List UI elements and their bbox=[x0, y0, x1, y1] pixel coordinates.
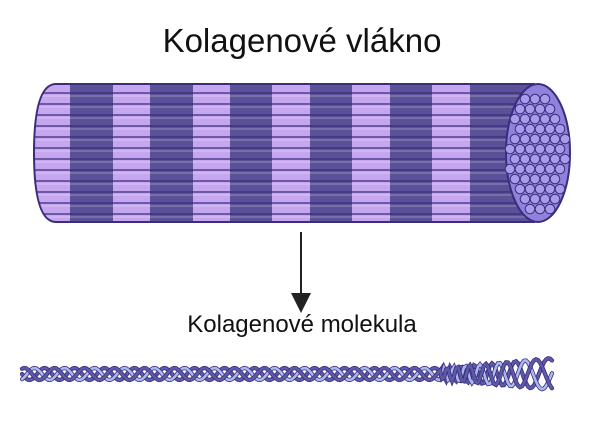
fibril-end bbox=[539, 133, 551, 145]
fibril-end bbox=[514, 123, 526, 135]
fibril-end bbox=[529, 93, 541, 105]
fibril-end bbox=[544, 143, 556, 155]
fibril-end bbox=[524, 123, 536, 135]
fibril-end bbox=[524, 203, 536, 215]
fibril-end bbox=[524, 103, 536, 115]
fibril-end bbox=[519, 173, 531, 185]
fibril-end bbox=[529, 153, 541, 165]
fibril-end bbox=[554, 183, 566, 195]
fibril-end bbox=[524, 163, 536, 175]
fibril-end bbox=[559, 153, 571, 165]
fibril-end bbox=[539, 113, 551, 125]
fibril-end bbox=[559, 133, 571, 145]
fibril-end bbox=[529, 173, 541, 185]
helix-strand bbox=[20, 359, 554, 391]
fibril-end bbox=[549, 153, 561, 165]
dark-band bbox=[70, 84, 113, 222]
fibril-end bbox=[539, 173, 551, 185]
light-band bbox=[34, 84, 70, 222]
fibril-end bbox=[554, 143, 566, 155]
fibril-end bbox=[514, 143, 526, 155]
fibril-end bbox=[539, 193, 551, 205]
fibril-end bbox=[524, 143, 536, 155]
molecule-label: Kolagenové molekula bbox=[187, 311, 417, 338]
fiber-outline bbox=[32, 83, 535, 223]
fibril-end bbox=[549, 173, 561, 185]
fibril-end bbox=[544, 103, 556, 115]
fibril-end bbox=[514, 103, 526, 115]
fibril-end bbox=[504, 143, 516, 155]
fibril-end bbox=[524, 183, 536, 195]
fibril-end bbox=[509, 113, 521, 125]
light-band bbox=[352, 84, 390, 222]
light-band bbox=[113, 84, 150, 222]
fibril-end bbox=[534, 143, 546, 155]
fibril-end bbox=[509, 133, 521, 145]
fibril-end bbox=[539, 153, 551, 165]
fiber-title: Kolagenové vlákno bbox=[162, 22, 442, 59]
fibril-end bbox=[554, 163, 566, 175]
fibril-end bbox=[549, 133, 561, 145]
fibril-end bbox=[509, 173, 521, 185]
fibril-end bbox=[534, 103, 546, 115]
fibril-end bbox=[544, 203, 556, 215]
fibril-end bbox=[549, 113, 561, 125]
fibril-end bbox=[534, 203, 546, 215]
fibril-end bbox=[514, 163, 526, 175]
fibril-end bbox=[529, 133, 541, 145]
helix-strand bbox=[20, 357, 554, 390]
fibril-end bbox=[534, 123, 546, 135]
fibril-end bbox=[529, 113, 541, 125]
dark-band bbox=[310, 84, 352, 222]
light-band bbox=[193, 84, 230, 222]
fibril-end bbox=[519, 153, 531, 165]
fibril-end bbox=[514, 183, 526, 195]
fibril-end bbox=[519, 193, 531, 205]
fibril-end bbox=[534, 183, 546, 195]
fibril-end bbox=[529, 193, 541, 205]
fibril-end bbox=[549, 193, 561, 205]
fibril-end bbox=[554, 123, 566, 135]
collagen-molecule bbox=[19, 356, 555, 392]
fibril-end bbox=[519, 133, 531, 145]
fibril-end bbox=[544, 123, 556, 135]
fibril-end bbox=[544, 163, 556, 175]
dark-band bbox=[390, 84, 432, 222]
fibril-end bbox=[519, 93, 531, 105]
collagen-fiber bbox=[32, 83, 571, 223]
fibril-stripes bbox=[34, 92, 535, 218]
fiber-end-cap bbox=[504, 83, 571, 223]
dark-band bbox=[230, 84, 272, 222]
fibril-end bbox=[504, 163, 516, 175]
dark-band bbox=[150, 84, 193, 222]
light-band bbox=[432, 84, 470, 222]
light-band bbox=[272, 84, 310, 222]
fibril-end bbox=[519, 113, 531, 125]
fibril-end bbox=[539, 93, 551, 105]
fibril-end bbox=[534, 163, 546, 175]
fibril-end bbox=[509, 153, 521, 165]
fibril-end bbox=[544, 183, 556, 195]
